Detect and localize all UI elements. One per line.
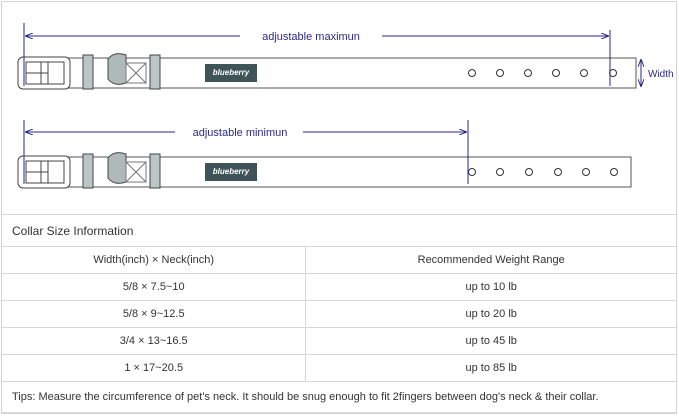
header-row: Width(inch) × Neck(inch) Recommended Wei… [0, 246, 677, 274]
collar-min: adjustable minimun [17, 120, 632, 189]
table-title: Collar Size Information [1, 214, 677, 247]
width-label: Width [648, 69, 674, 80]
max-label: adjustable maximun [262, 31, 360, 43]
size-cell: 1 × 17~20.5 [0, 354, 307, 382]
collar-max: adjustable maximun Width [17, 23, 674, 90]
size-cell: 3/4 × 13~16.5 [0, 327, 307, 355]
weight-cell: up to 85 lb [305, 354, 677, 382]
weight-cell: up to 45 lb [305, 327, 677, 355]
size-cell: 5/8 × 7.5~10 [0, 273, 307, 301]
holes [468, 69, 617, 77]
holes [468, 168, 618, 176]
min-label: adjustable minimun [193, 127, 288, 139]
tips-text: Tips: Measure the circumference of pet's… [1, 381, 677, 413]
weight-cell: up to 20 lb [305, 300, 677, 328]
size-cell: 5/8 × 9~12.5 [0, 300, 307, 328]
collar-diagram: blueberry adjustable maximun Width adjus… [17, 23, 674, 189]
header-width-neck: Width(inch) × Neck(inch) [0, 246, 307, 274]
header-weight: Recommended Weight Range [305, 246, 677, 274]
size-table: Collar Size Information Width(inch) × Ne… [0, 214, 677, 413]
weight-cell: up to 10 lb [305, 273, 677, 301]
